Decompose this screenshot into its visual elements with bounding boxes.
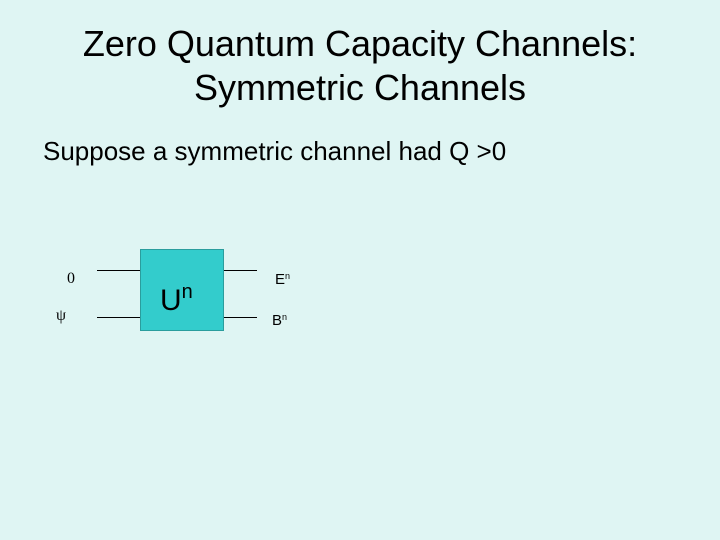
output-label-bob-sup: n	[282, 312, 288, 322]
title-line-1: Zero Quantum Capacity Channels:	[82, 23, 638, 64]
output-label-bob: Bn	[272, 308, 287, 330]
gate-label: Un	[160, 275, 193, 318]
output-label-environment-base: E	[275, 271, 286, 288]
output-label-bob-base: B	[272, 312, 283, 329]
input-label-zero: 0	[67, 270, 75, 287]
output-label-environment-sup: n	[285, 271, 291, 281]
input-wire-top	[97, 270, 140, 271]
output-label-environment: En	[275, 267, 290, 289]
bullet-text: Suppose a symmetric channel had Q >0	[43, 136, 507, 166]
input-label-psi: ψ	[56, 307, 67, 324]
slide-title: Zero Quantum Capacity Channels: Symmetri…	[0, 22, 720, 110]
output-wire-top	[224, 270, 257, 271]
gate-label-base: U	[160, 284, 182, 317]
gate-label-sup: n	[181, 281, 193, 303]
input-wire-bottom	[97, 317, 140, 318]
title-line-2: Symmetric Channels	[193, 67, 527, 108]
output-wire-bottom	[224, 317, 257, 318]
unitary-gate	[140, 249, 224, 331]
